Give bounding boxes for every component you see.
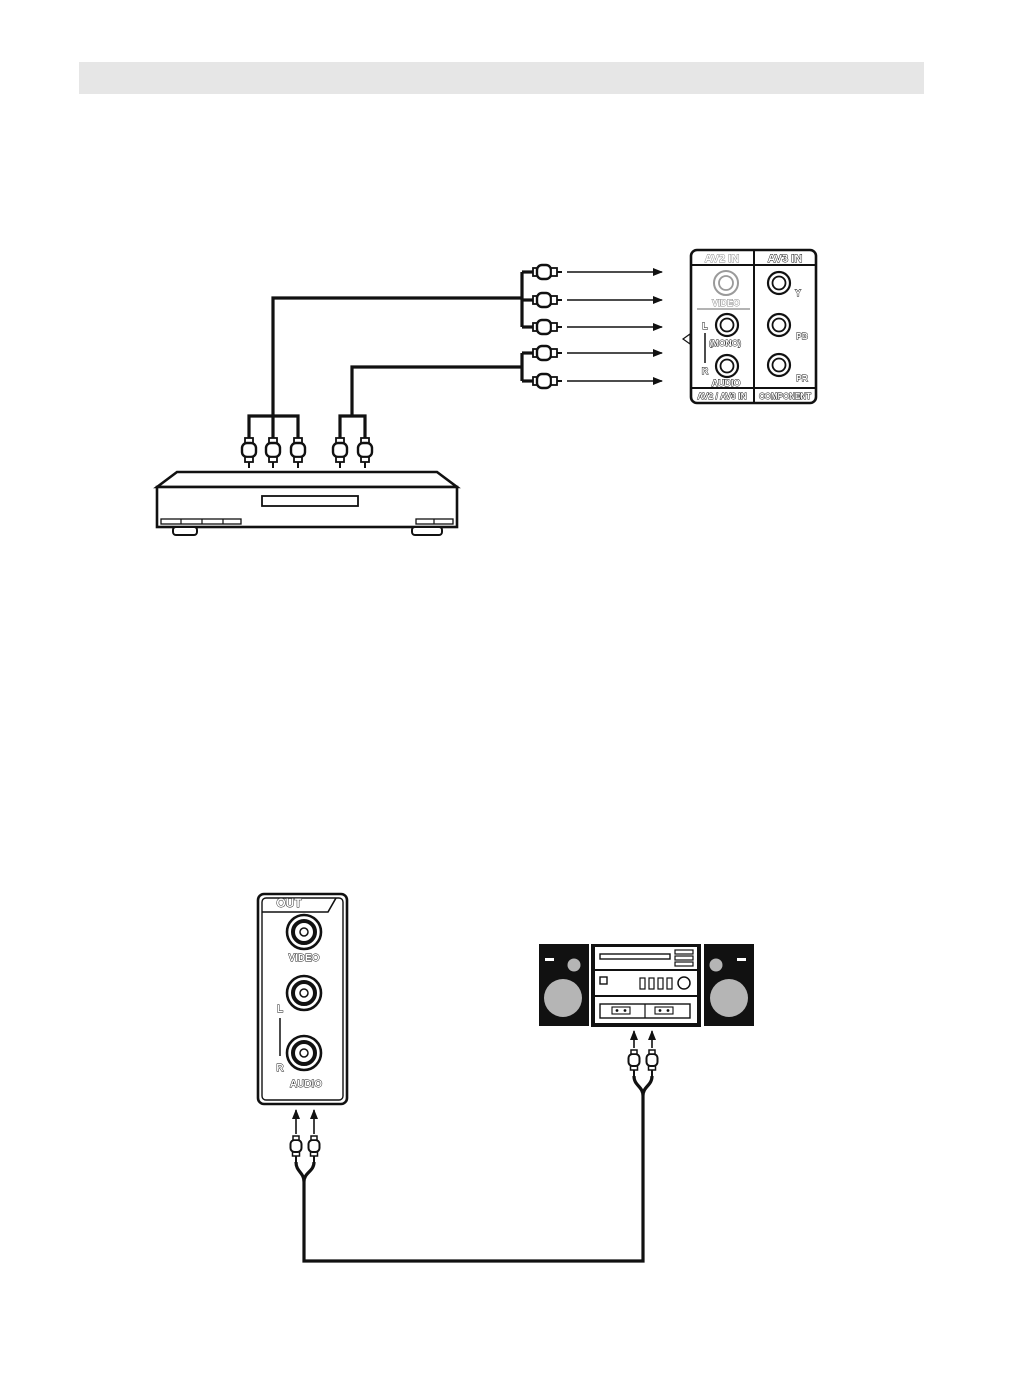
signal-arrows xyxy=(567,272,662,381)
l-label: L xyxy=(702,321,708,331)
r-label: R xyxy=(702,366,709,376)
bottom-connection-diagram: OUT VIDEO L R AUDIO xyxy=(258,894,754,1261)
right-speaker-icon xyxy=(704,944,754,1026)
rca-plug-column xyxy=(533,265,562,388)
rca-plug xyxy=(533,346,562,360)
video-out-label: VIDEO xyxy=(288,953,319,964)
audio-cable-bundle xyxy=(340,353,533,438)
rca-plug xyxy=(309,1136,320,1162)
out-panel-arrows xyxy=(296,1110,314,1134)
stereo-plugs xyxy=(629,1050,658,1076)
rca-plug xyxy=(333,438,347,468)
dvd-player-plugs xyxy=(242,438,372,468)
component-label: COMPONENT xyxy=(759,392,811,401)
pb-label: PB xyxy=(796,331,808,341)
stereo-arrows xyxy=(634,1031,652,1048)
stereo-cable xyxy=(296,1076,652,1261)
rca-plug xyxy=(629,1050,640,1076)
rca-plug xyxy=(358,438,372,468)
l-out-label: L xyxy=(277,1004,283,1015)
audio-out-label: AUDIO xyxy=(290,1079,322,1090)
rca-plug xyxy=(242,438,256,468)
rca-plug xyxy=(533,320,562,334)
r-out-label: R xyxy=(276,1063,284,1074)
audio-out-panel: OUT VIDEO L R AUDIO xyxy=(258,894,347,1104)
rca-plug xyxy=(291,1136,302,1162)
top-connection-diagram: AV2 IN AV3 IN VIDEO L (MONO) R AUDIO Y P… xyxy=(157,250,816,535)
audio-label: AUDIO xyxy=(712,378,741,388)
dvd-player-icon xyxy=(157,472,457,535)
video-label: VIDEO xyxy=(712,298,740,308)
av2-av3-in-label: AV2 / AV3 IN xyxy=(697,391,746,401)
triangle-marker-icon xyxy=(683,334,690,344)
av3-in-label: AV3 IN xyxy=(768,253,803,265)
video-cable-bundle xyxy=(249,272,533,438)
av2-in-label: AV2 IN xyxy=(705,253,740,265)
tv-input-panel: AV2 IN AV3 IN VIDEO L (MONO) R AUDIO Y P… xyxy=(691,250,816,403)
rca-plug xyxy=(647,1050,658,1076)
stereo-receiver-icon xyxy=(591,944,701,1027)
out-panel-plugs xyxy=(291,1136,320,1162)
y-label: Y xyxy=(795,288,801,298)
rca-plug xyxy=(533,293,562,307)
rca-plug xyxy=(533,265,562,279)
rca-plug xyxy=(533,374,562,388)
left-speaker-icon xyxy=(539,944,589,1026)
stereo-system-icon xyxy=(539,944,754,1027)
rca-plug xyxy=(266,438,280,468)
pr-label: PR xyxy=(796,373,808,383)
mono-label: (MONO) xyxy=(709,338,741,348)
out-label: OUT xyxy=(276,896,302,910)
rca-plug xyxy=(291,438,305,468)
